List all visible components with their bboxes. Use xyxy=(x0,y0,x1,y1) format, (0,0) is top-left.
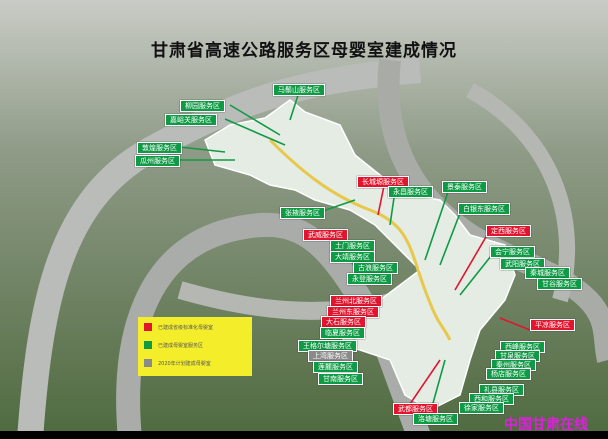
page-title: 甘肃省高速公路服务区母婴室建成情况 xyxy=(151,41,457,61)
service-area-label: 定西服务区 xyxy=(486,225,531,237)
service-area-label: 会宁服务区 xyxy=(490,246,535,258)
service-area-label: 柳园服务区 xyxy=(180,100,225,112)
gansu-province-map xyxy=(204,99,516,411)
service-area-label: 杨店服务区 xyxy=(486,368,531,380)
bottom-border xyxy=(0,431,608,439)
legend-item-built-standard: 已建成省级标准化母婴室 xyxy=(144,322,213,332)
service-area-label: 永登服务区 xyxy=(347,273,392,285)
service-area-label: 白银东服务区 xyxy=(458,203,510,215)
service-area-label: 张掖服务区 xyxy=(280,207,325,219)
service-area-label: 平凉服务区 xyxy=(530,319,575,331)
watermark: 中国甘肃在线 xyxy=(504,417,588,433)
service-area-label: 敦煌服务区 xyxy=(137,142,182,154)
red-swatch xyxy=(144,323,152,331)
service-area-label: 瓜州服务区 xyxy=(135,155,180,167)
service-area-label: 景泰服务区 xyxy=(442,181,487,193)
gray-swatch xyxy=(144,359,152,367)
legend-text: 已建成省级标准化母婴室 xyxy=(158,324,214,331)
legend-item-planned: 2020年计划建成母婴室 xyxy=(144,358,211,368)
service-area-label: 嘉峪关服务区 xyxy=(165,114,217,126)
service-area-label: 洛塘服务区 xyxy=(413,413,458,425)
service-area-label: 永昌服务区 xyxy=(388,186,433,198)
service-area-label: 长城塬服务区 xyxy=(357,176,409,188)
service-area-label: 甘南服务区 xyxy=(318,373,363,385)
service-area-label: 武威服务区 xyxy=(303,229,348,241)
service-area-label: 甘谷服务区 xyxy=(537,278,582,290)
leader-lines xyxy=(175,88,531,415)
legend-item-built: 已建成母婴室服务区 xyxy=(144,340,203,350)
green-swatch xyxy=(144,341,152,349)
service-area-label: 大靖服务区 xyxy=(330,251,375,263)
service-area-label: 徐家服务区 xyxy=(459,402,504,414)
service-area-label: 莲麓服务区 xyxy=(313,361,358,373)
service-area-label: 王格尔塘服务区 xyxy=(298,340,357,352)
service-area-label: 临夏服务区 xyxy=(320,327,365,339)
legend: 已建成省级标准化母婴室 已建成母婴室服务区 2020年计划建成母婴室 xyxy=(138,317,252,376)
service-area-label: 马鬃山服务区 xyxy=(273,84,325,96)
legend-text: 2020年计划建成母婴室 xyxy=(158,360,211,367)
legend-text: 已建成母婴室服务区 xyxy=(158,342,204,349)
